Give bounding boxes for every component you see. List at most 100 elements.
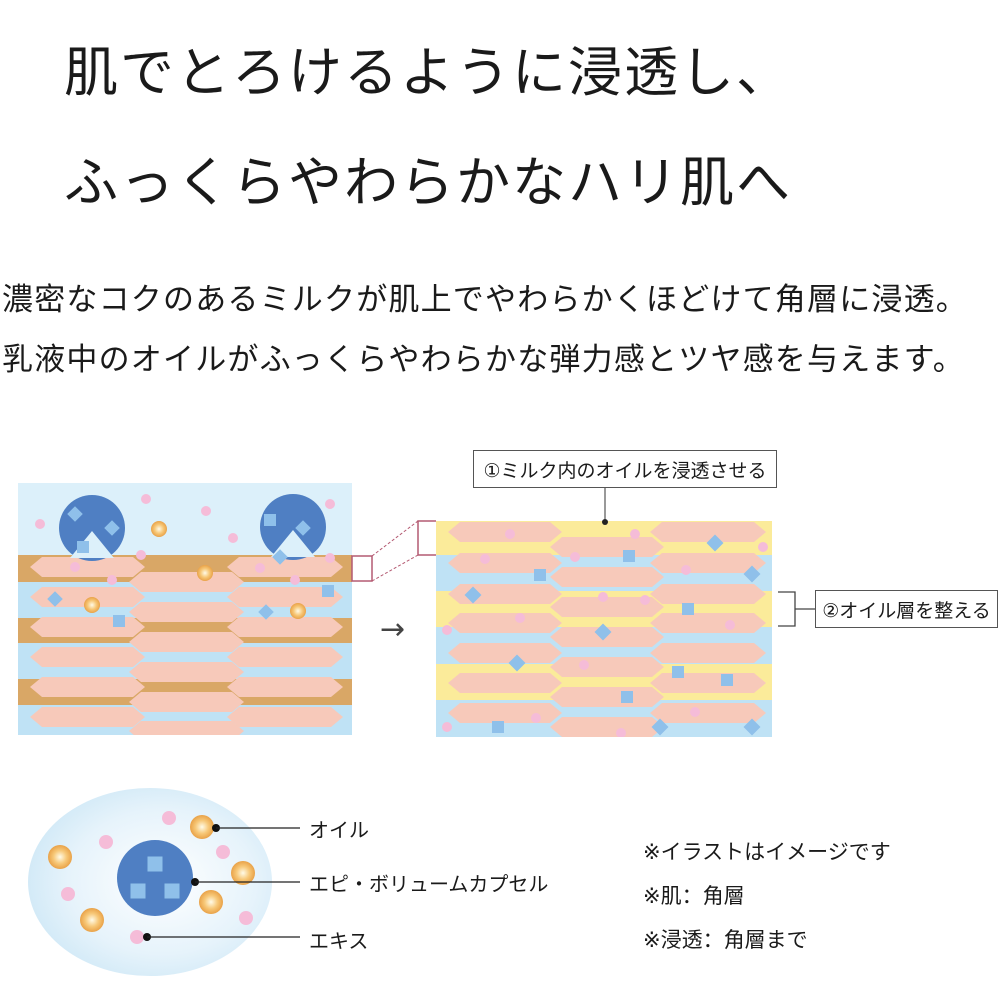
- extract-particle: [136, 550, 146, 560]
- extract-particle: [630, 529, 640, 539]
- extract-particle: [598, 592, 608, 602]
- legend-extract: エキス: [309, 929, 369, 953]
- zoom-target-bracket: [417, 520, 436, 556]
- skin-cell: [227, 647, 343, 667]
- ingredient-square: [164, 883, 180, 899]
- ingredient-square: [264, 514, 276, 526]
- callout-penetrate-oil-text: ①ミルク内のオイルを浸透させる: [483, 459, 767, 482]
- ingredient-diamond: [743, 565, 761, 583]
- skin-cell: [448, 673, 562, 693]
- skin-cell: [448, 522, 562, 542]
- extract-particle: [640, 595, 650, 605]
- oil-particle: [151, 521, 167, 537]
- skin-cell: [448, 553, 562, 573]
- ingredient-square: [77, 541, 89, 553]
- ingredient-diamond: [706, 534, 724, 552]
- skin-cell: [227, 587, 343, 607]
- skin-cell: [30, 677, 145, 697]
- skin-cell: [550, 537, 664, 557]
- extract-particle: [255, 563, 265, 573]
- extract-particle: [107, 575, 117, 585]
- extract-particle: [70, 562, 80, 572]
- ingredient-square: [322, 585, 334, 597]
- skin-cell: [129, 692, 244, 712]
- description-line-2: 乳液中のオイルがふっくらやわらかな弾力感とツヤ感を与えます。: [2, 342, 965, 378]
- ingredient-square: [623, 550, 635, 562]
- note-penetration: ※浸透：角層まで: [643, 928, 808, 952]
- skin-cell: [650, 613, 766, 633]
- extract-particle: [758, 542, 768, 552]
- ingredient-diamond: [508, 654, 526, 672]
- skin-cell: [30, 557, 145, 577]
- legend-oil: オイル: [309, 818, 369, 842]
- skin-cell: [650, 522, 766, 542]
- oil-particle: [48, 845, 72, 869]
- extract-particle: [61, 887, 75, 901]
- skin-cell: [550, 657, 664, 677]
- skin-cell: [650, 643, 766, 663]
- skin-cell: [227, 557, 343, 577]
- extract-particle: [725, 620, 735, 630]
- skin-cell: [448, 613, 562, 633]
- skin-cell: [650, 673, 766, 693]
- ingredient-square: [113, 615, 125, 627]
- extract-particle: [239, 911, 253, 925]
- extract-particle: [442, 625, 452, 635]
- zoom-source-box: [351, 555, 373, 582]
- oil-particle: [80, 908, 104, 932]
- ingredient-square: [721, 674, 733, 686]
- headline-line-2: ふっくらやわらかなハリ肌へ: [64, 151, 792, 214]
- ingredient-square: [682, 603, 694, 615]
- oil-particle: [190, 815, 214, 839]
- oil-particle: [199, 890, 223, 914]
- ingredient-diamond: [743, 718, 761, 736]
- ingredient-square: [621, 691, 633, 703]
- extract-particle: [442, 722, 452, 732]
- ingredient-square: [492, 721, 504, 733]
- oil-layer-bracket: [778, 591, 815, 627]
- extract-particle: [130, 930, 144, 944]
- skin-cell: [550, 687, 664, 707]
- oil-particle: [84, 597, 100, 613]
- skin-cell: [550, 597, 664, 617]
- capsule-opening: [271, 530, 315, 557]
- note-illustration: ※イラストはイメージです: [643, 840, 891, 864]
- skin-cell: [650, 584, 766, 604]
- transition-arrow-icon: →: [380, 612, 406, 647]
- skin-cell: [448, 584, 562, 604]
- skin-cell: [448, 703, 562, 723]
- extract-particle: [570, 552, 580, 562]
- extract-particle: [325, 553, 335, 563]
- skin-after-diagram: [436, 521, 772, 737]
- callout-arrange-oil-layer-text: ②オイル層を整える: [822, 599, 991, 622]
- ingredient-square: [130, 883, 146, 899]
- ingredient-square: [147, 856, 163, 872]
- extract-particle: [681, 565, 691, 575]
- extract-particle: [216, 845, 230, 859]
- extract-particle: [162, 811, 176, 825]
- extract-particle: [325, 499, 335, 509]
- ingredient-square: [672, 666, 684, 678]
- skin-cell: [550, 567, 664, 587]
- extract-particle: [35, 519, 45, 529]
- extract-particle: [531, 713, 541, 723]
- extract-particle: [99, 835, 113, 849]
- ingredient-square: [534, 569, 546, 581]
- skin-cell: [129, 572, 244, 592]
- note-skin: ※肌：角層: [643, 884, 745, 908]
- skin-cell: [650, 553, 766, 573]
- extract-particle: [616, 728, 626, 737]
- epi-volume-capsule: [117, 840, 193, 916]
- extract-particle: [480, 554, 490, 564]
- skin-cell: [650, 703, 766, 723]
- skin-cell: [30, 617, 145, 637]
- skin-cell: [129, 721, 244, 735]
- extract-particle: [515, 613, 525, 623]
- ingredient-diamond: [464, 586, 482, 604]
- oil-particle: [231, 861, 255, 885]
- extract-particle: [579, 660, 589, 670]
- callout-dot: [602, 519, 608, 525]
- zoom-line: [371, 520, 419, 557]
- ingredient-diamond: [651, 718, 669, 736]
